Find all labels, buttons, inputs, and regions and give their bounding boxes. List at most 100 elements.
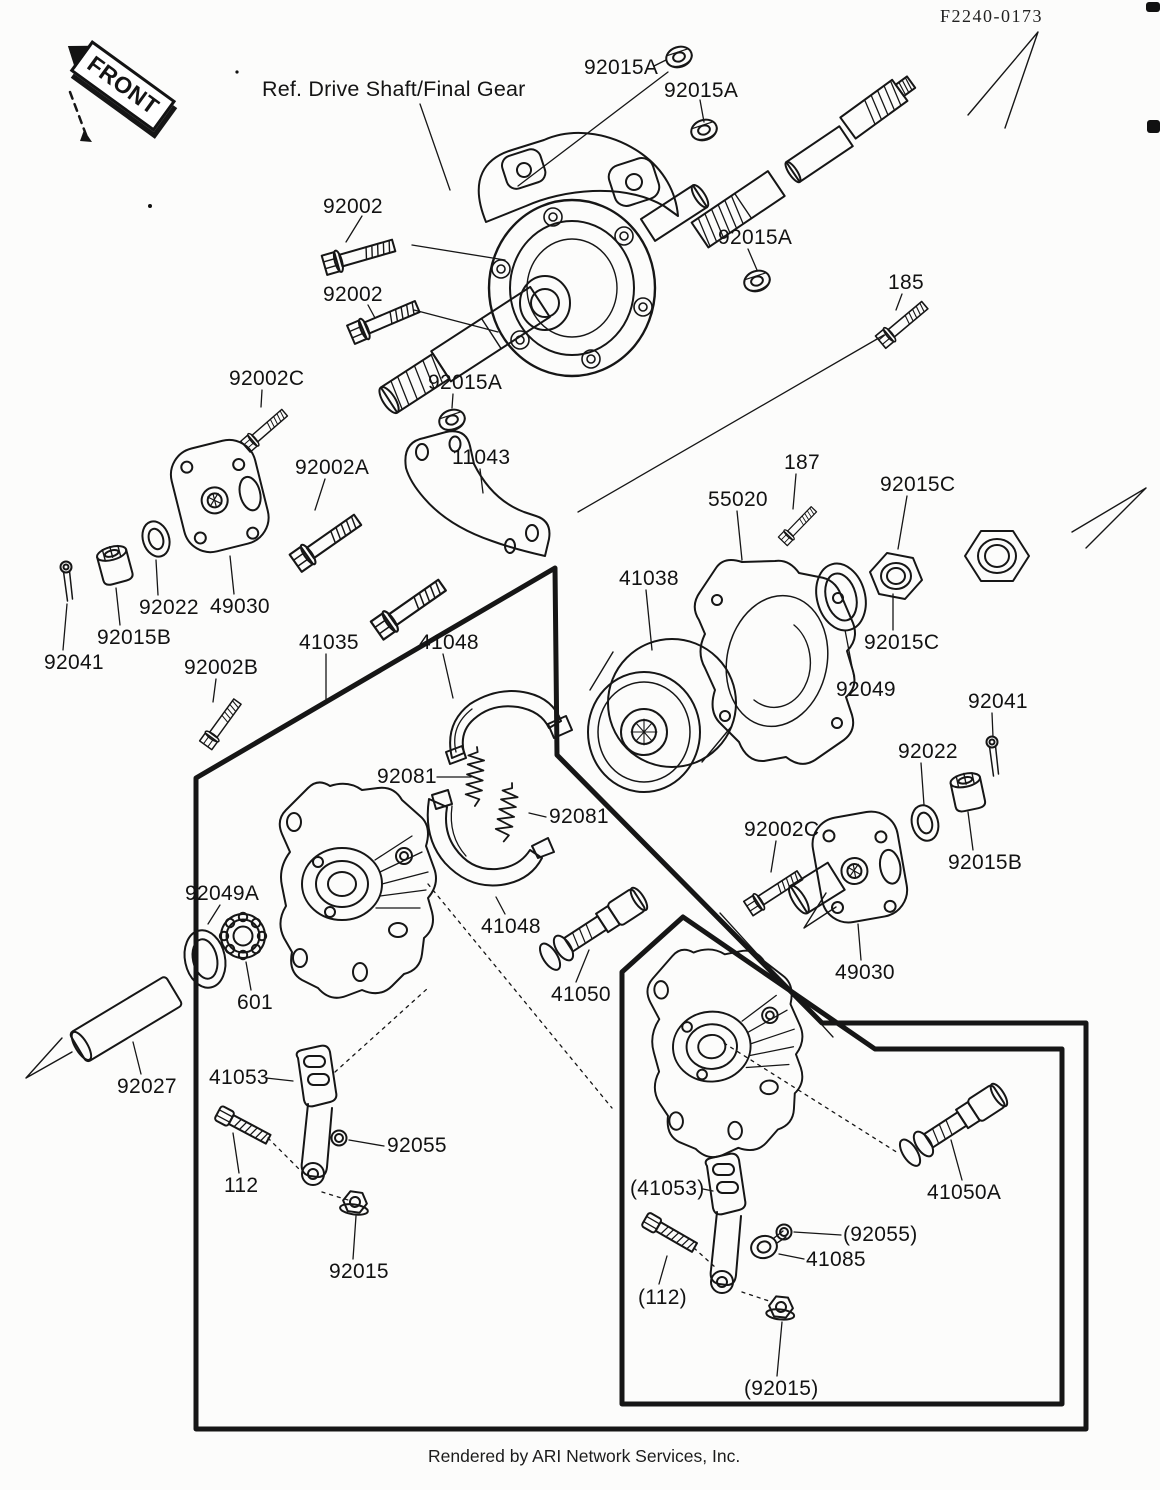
bearing-601-drawing [218,911,268,961]
detail-view-border-main [193,565,1089,1432]
page-edge-marks [148,2,1160,208]
part-label-41050: 41050 [551,983,611,1006]
part-label-11043: 11043 [452,446,511,469]
reference-note: Ref. Drive Shaft/Final Gear [262,77,526,101]
detail-view-border-inset [619,914,1065,1407]
screw-112-drawing [213,1104,273,1148]
footer-credit: Rendered by ARI Network Services, Inc. [428,1446,741,1466]
torque-link-41053-drawing [295,1044,338,1186]
part-label-92022: 92022 [898,740,958,763]
inset-camshaft-41050a-drawing [894,1078,1013,1171]
part-label-92049A: 92049A [185,882,260,905]
brake-springs-92081-drawing [463,745,521,844]
bolt-185-drawing [874,297,932,350]
inset-oring-92055-drawing [775,1223,793,1241]
washer-92022-right-drawing [906,801,944,845]
nut-92015-drawing [338,1189,372,1218]
bolt-92002c-left-drawing [239,405,291,454]
part-label-55020: 55020 [708,488,768,511]
part-label-92041: 92041 [968,690,1028,713]
drive-shaft-drawing [690,75,917,249]
part-label-185: 185 [888,271,924,294]
part-label-92002C: 92002C [744,818,820,841]
cover-49030-left-drawing [164,433,276,559]
part-label-49030: 49030 [210,595,270,618]
part-label-92015C: 92015C [864,631,940,654]
castle-nut-92015b-left-drawing [94,541,135,588]
brake-panel-41035-drawing [278,781,437,999]
nut-92015a-2-drawing [687,115,721,145]
part-label-92015: 92015 [329,1260,389,1283]
part-label-92015B: 92015B [948,851,1023,874]
part-label-92049: 92049 [836,678,896,701]
direction-arrow-92015c [1071,487,1147,549]
inset-torque-link-41053-drawing [704,1152,747,1294]
inset-screw-112-drawing [640,1211,700,1256]
part-label-92027: 92027 [117,1075,177,1098]
part-label-92081: 92081 [377,765,437,788]
part-label-92015B: 92015B [97,626,172,649]
brake-shoes-41048-drawing [426,690,573,887]
bracket-11043-drawing [404,430,551,557]
leader-lines [62,59,994,1377]
part-label-92015: (92015) [744,1377,819,1400]
part-label-92002A: 92002A [295,456,370,479]
part-label-187: 187 [784,451,820,474]
cotter-pin-92041-right-drawing [985,735,1000,777]
part-label-92015A: 92015A [428,371,503,394]
nut-92015c-small-drawing [869,552,923,600]
part-label-92041: 92041 [44,651,104,674]
part-label-92015C: 92015C [880,473,956,496]
bolt-92002c-right-drawing [742,866,806,918]
brake-drum-41038-drawing [587,638,737,793]
part-label-92015A: 92015A [718,226,793,249]
part-label-92002C: 92002C [229,367,305,390]
part-label-92002B: 92002B [184,656,259,679]
part-label-41038: 41038 [619,567,679,590]
inset-nut-92015-drawing [764,1294,797,1322]
part-label-41035: 41035 [299,631,359,654]
drum-cover-55020-drawing [693,559,856,765]
bolt-92002a-1-drawing [288,509,366,574]
part-label-92055: (92055) [843,1223,918,1246]
front-sign-ticks [68,90,92,142]
seal-92049a-drawing [183,929,227,989]
nut-92015a-4-drawing [435,405,469,435]
nut-92015c-large-drawing [964,530,1030,582]
part-label-41085: 41085 [806,1248,866,1271]
part-label-92015A: 92015A [584,56,659,79]
inset-brake-panel-drawing [643,941,812,1162]
bolt-187-drawing [777,503,820,547]
part-label-92022: 92022 [139,596,199,619]
cover-49030-right-drawing [788,806,913,928]
part-label-41048: 41048 [419,631,479,654]
oring-92055-drawing [330,1129,348,1147]
seal-92049-drawing [815,562,867,632]
cotter-pin-92041-left-drawing [59,560,74,602]
part-label-601: 601 [237,991,273,1014]
part-label-92015A: 92015A [664,79,739,102]
figure-code: F2240-0173 [940,6,1044,26]
inset-washer-41085-drawing [750,1230,787,1260]
washer-92022-left-drawing [137,516,175,562]
part-label-41050A: 41050A [927,1181,1002,1204]
axle-sleeve-92027-drawing [69,976,183,1063]
part-label-41048: 41048 [481,915,541,938]
part-label-112: (112) [638,1286,687,1309]
part-label-41053: 41053 [209,1066,269,1089]
nut-92015a-3-drawing [740,266,774,296]
assembly-dotted-lines [267,883,899,1303]
direction-arrow-92027 [25,1037,73,1079]
final-gear-case-drawing [378,131,710,415]
part-label-49030: 49030 [835,961,895,984]
bolt-92002b-drawing [198,695,245,751]
nut-92015a-1-drawing [662,42,696,72]
part-label-92055: 92055 [387,1134,447,1157]
part-label-41053: (41053) [630,1177,705,1200]
part-label-92081: 92081 [549,805,609,828]
part-label-92002: 92002 [323,195,383,218]
part-label-112: 112 [224,1174,259,1197]
bolt-92002-1-drawing [320,233,398,277]
